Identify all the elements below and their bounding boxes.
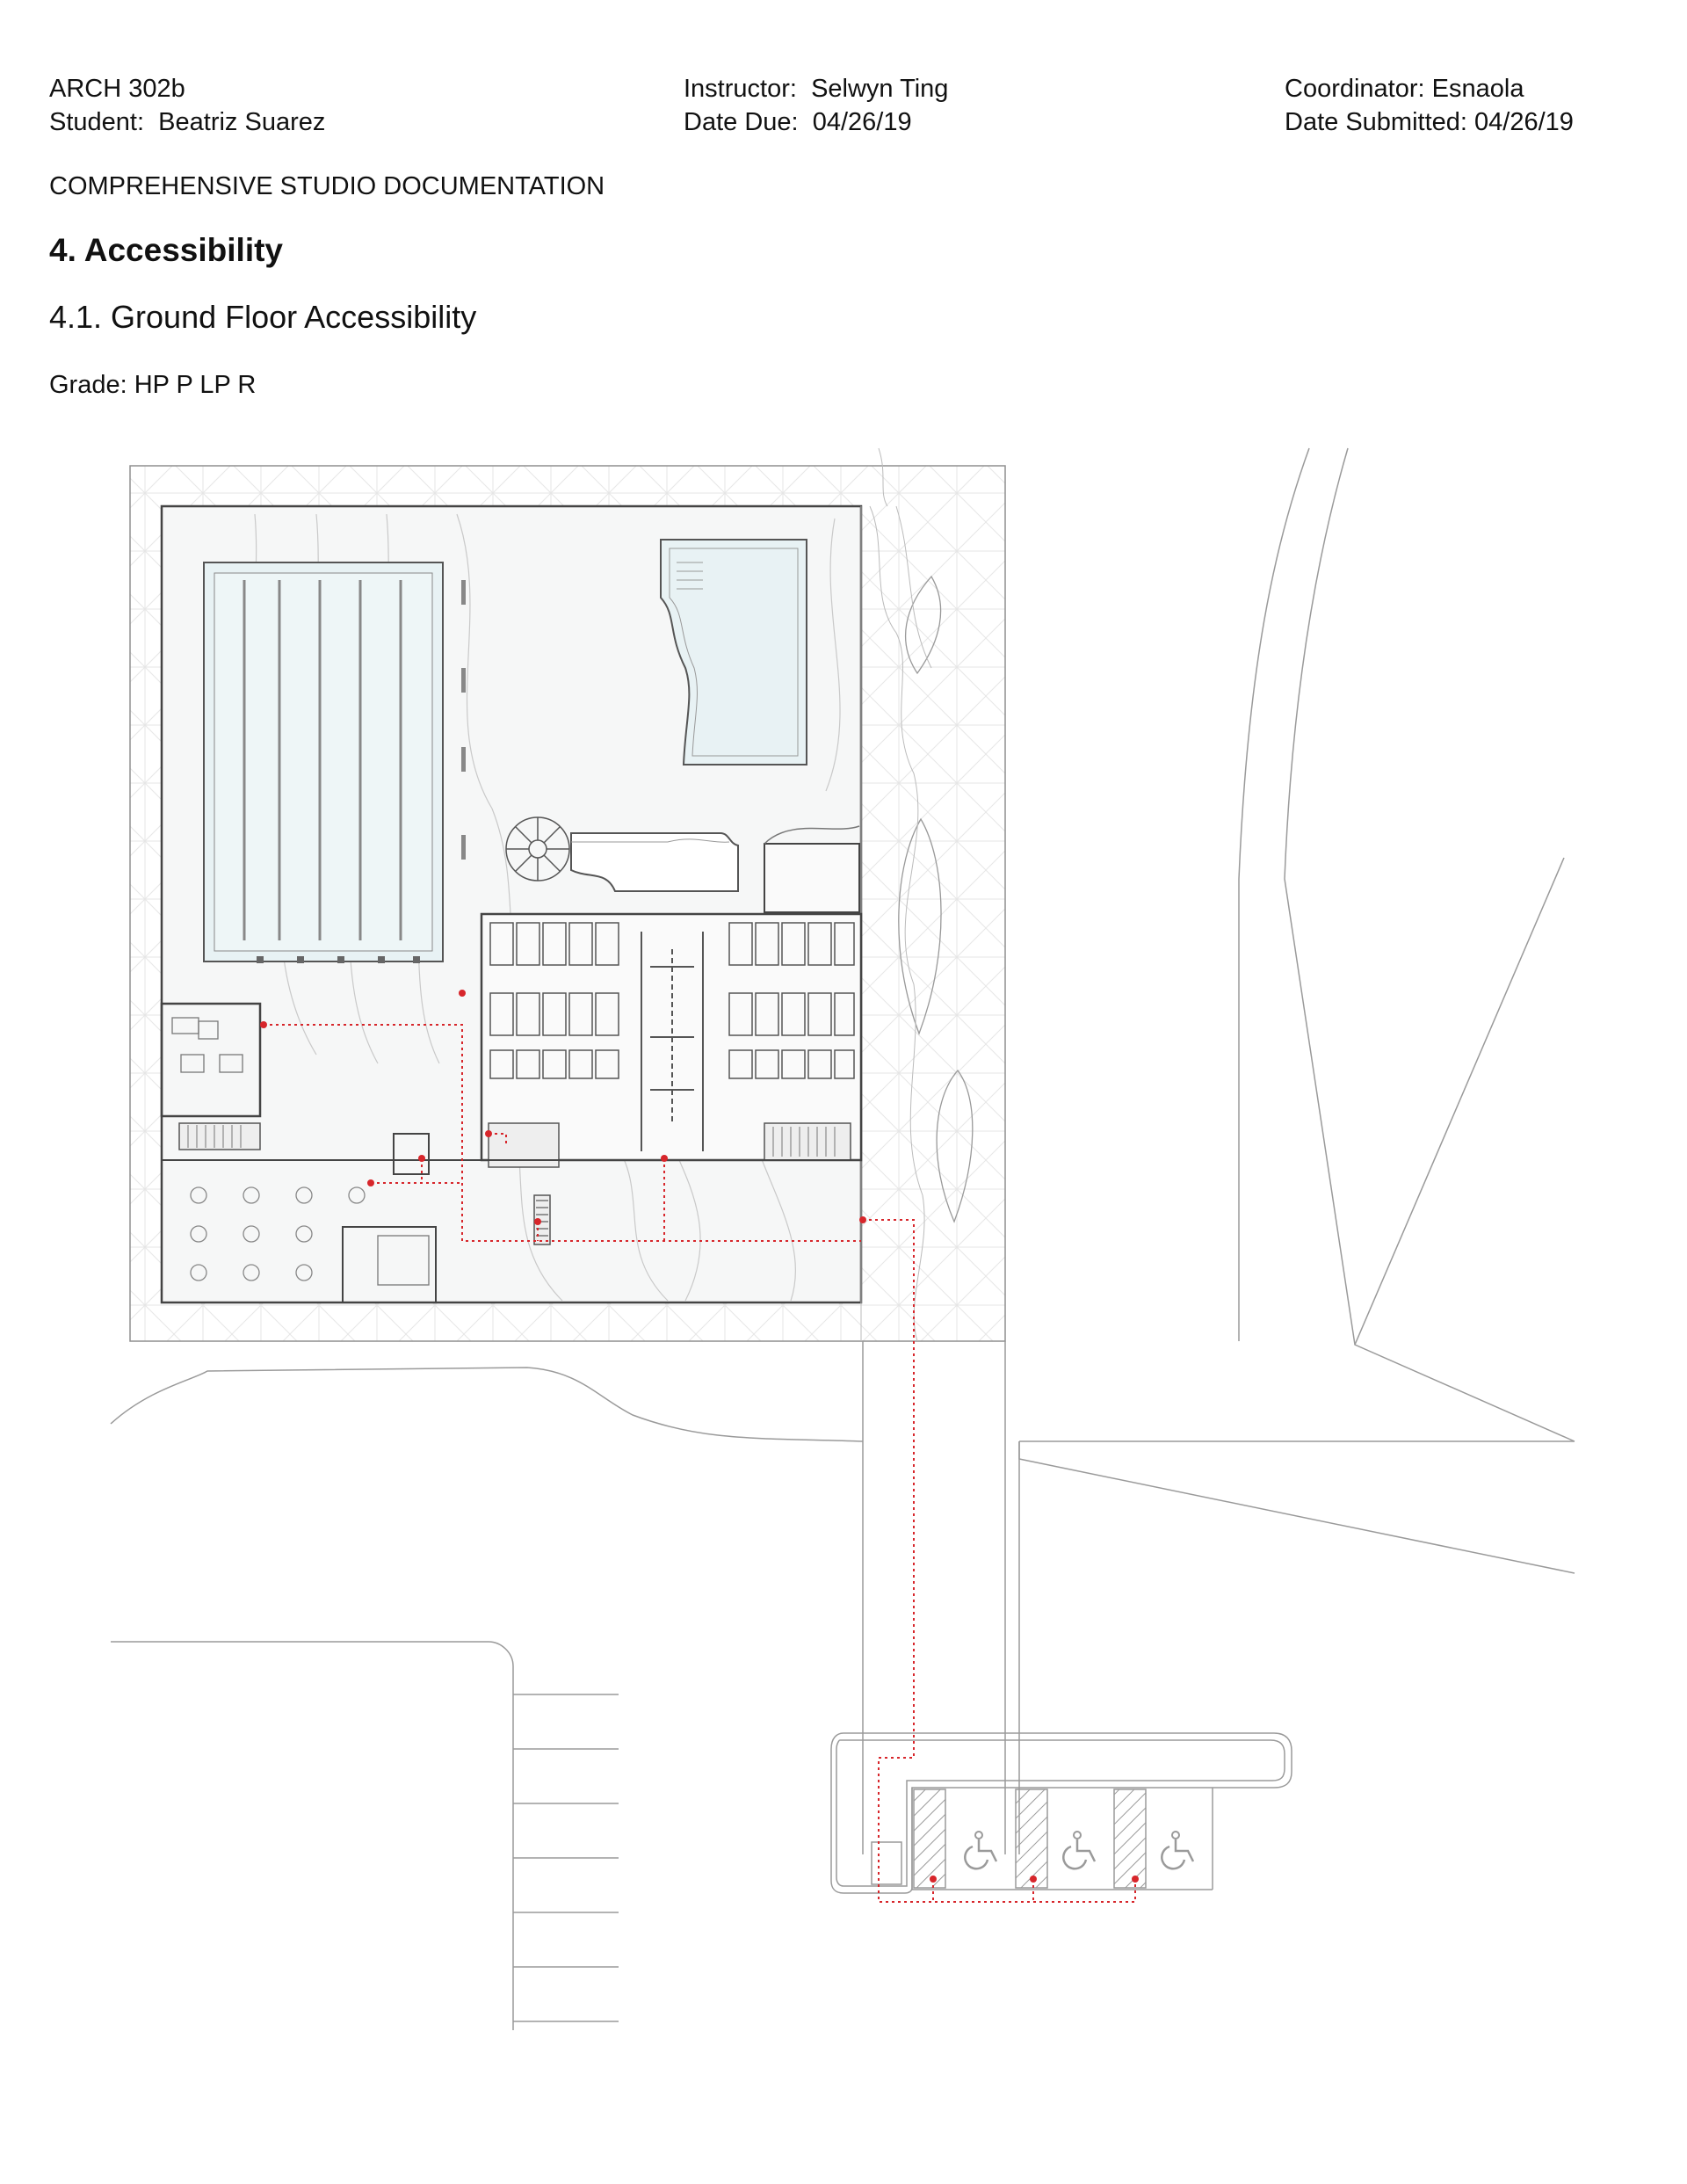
- accessible-route: [264, 1024, 1136, 1903]
- coordinator-label: Coordinator:: [1285, 75, 1425, 103]
- spiral-stair: [505, 816, 570, 882]
- change-room-block: [480, 825, 863, 1162]
- accessible-stall-symbols: [964, 1830, 1195, 1870]
- date-due-value: 04/26/19: [812, 108, 912, 136]
- route-nodes: [260, 990, 1139, 1883]
- student-name: Beatriz Suarez: [158, 108, 326, 136]
- coordinator-line: Coordinator: Esnaola: [1285, 72, 1574, 105]
- starting-blocks: [257, 956, 420, 963]
- coordinator-name: Esnaola: [1431, 75, 1524, 103]
- header-coordinator-column: Coordinator: Esnaola Date Submitted: 04/…: [1285, 72, 1574, 139]
- date-submitted-line: Date Submitted: 04/26/19: [1285, 105, 1574, 139]
- kitchen: [342, 1133, 437, 1303]
- grade-options: HP P LP R: [134, 371, 257, 399]
- waterslide: [570, 832, 739, 892]
- subsection-title: 4.1. Ground Floor Accessibility: [49, 299, 477, 335]
- header-course-column: ARCH 302b Student: Beatriz Suarez: [49, 72, 325, 139]
- header-instructor-column: Instructor: Selwyn Ting Date Due: 04/26/…: [684, 72, 948, 139]
- leisure-pool: [660, 539, 807, 765]
- document-title: COMPREHENSIVE STUDIO DOCUMENTATION: [49, 172, 605, 200]
- date-submitted-value: 04/26/19: [1474, 108, 1574, 136]
- section-title: 4. Accessibility: [49, 232, 283, 268]
- date-submitted-label: Date Submitted:: [1285, 108, 1467, 136]
- date-due-line: Date Due: 04/26/19: [684, 105, 948, 139]
- course-code: ARCH 302b: [49, 75, 185, 103]
- date-due-label: Date Due:: [684, 108, 799, 136]
- grade-label: Grade:: [49, 371, 127, 399]
- accessible-parking: [830, 1732, 1292, 1894]
- site-linework: [110, 447, 1575, 2030]
- student-label: Student:: [49, 108, 145, 136]
- instructor-line: Instructor: Selwyn Ting: [684, 72, 948, 105]
- parking-access-aisles: [913, 1789, 1147, 1889]
- student-line: Student: Beatriz Suarez: [49, 105, 325, 139]
- stair-office: [178, 1122, 261, 1150]
- column-marks: [461, 580, 466, 860]
- instructor-name: Selwyn Ting: [811, 75, 949, 103]
- cafe-seating: [190, 1186, 366, 1281]
- instructor-label: Instructor:: [684, 75, 797, 103]
- pool-lane-dividers: [243, 580, 402, 940]
- office-room: [160, 1002, 262, 1118]
- grade-line: Grade: HP P LP R: [49, 371, 256, 400]
